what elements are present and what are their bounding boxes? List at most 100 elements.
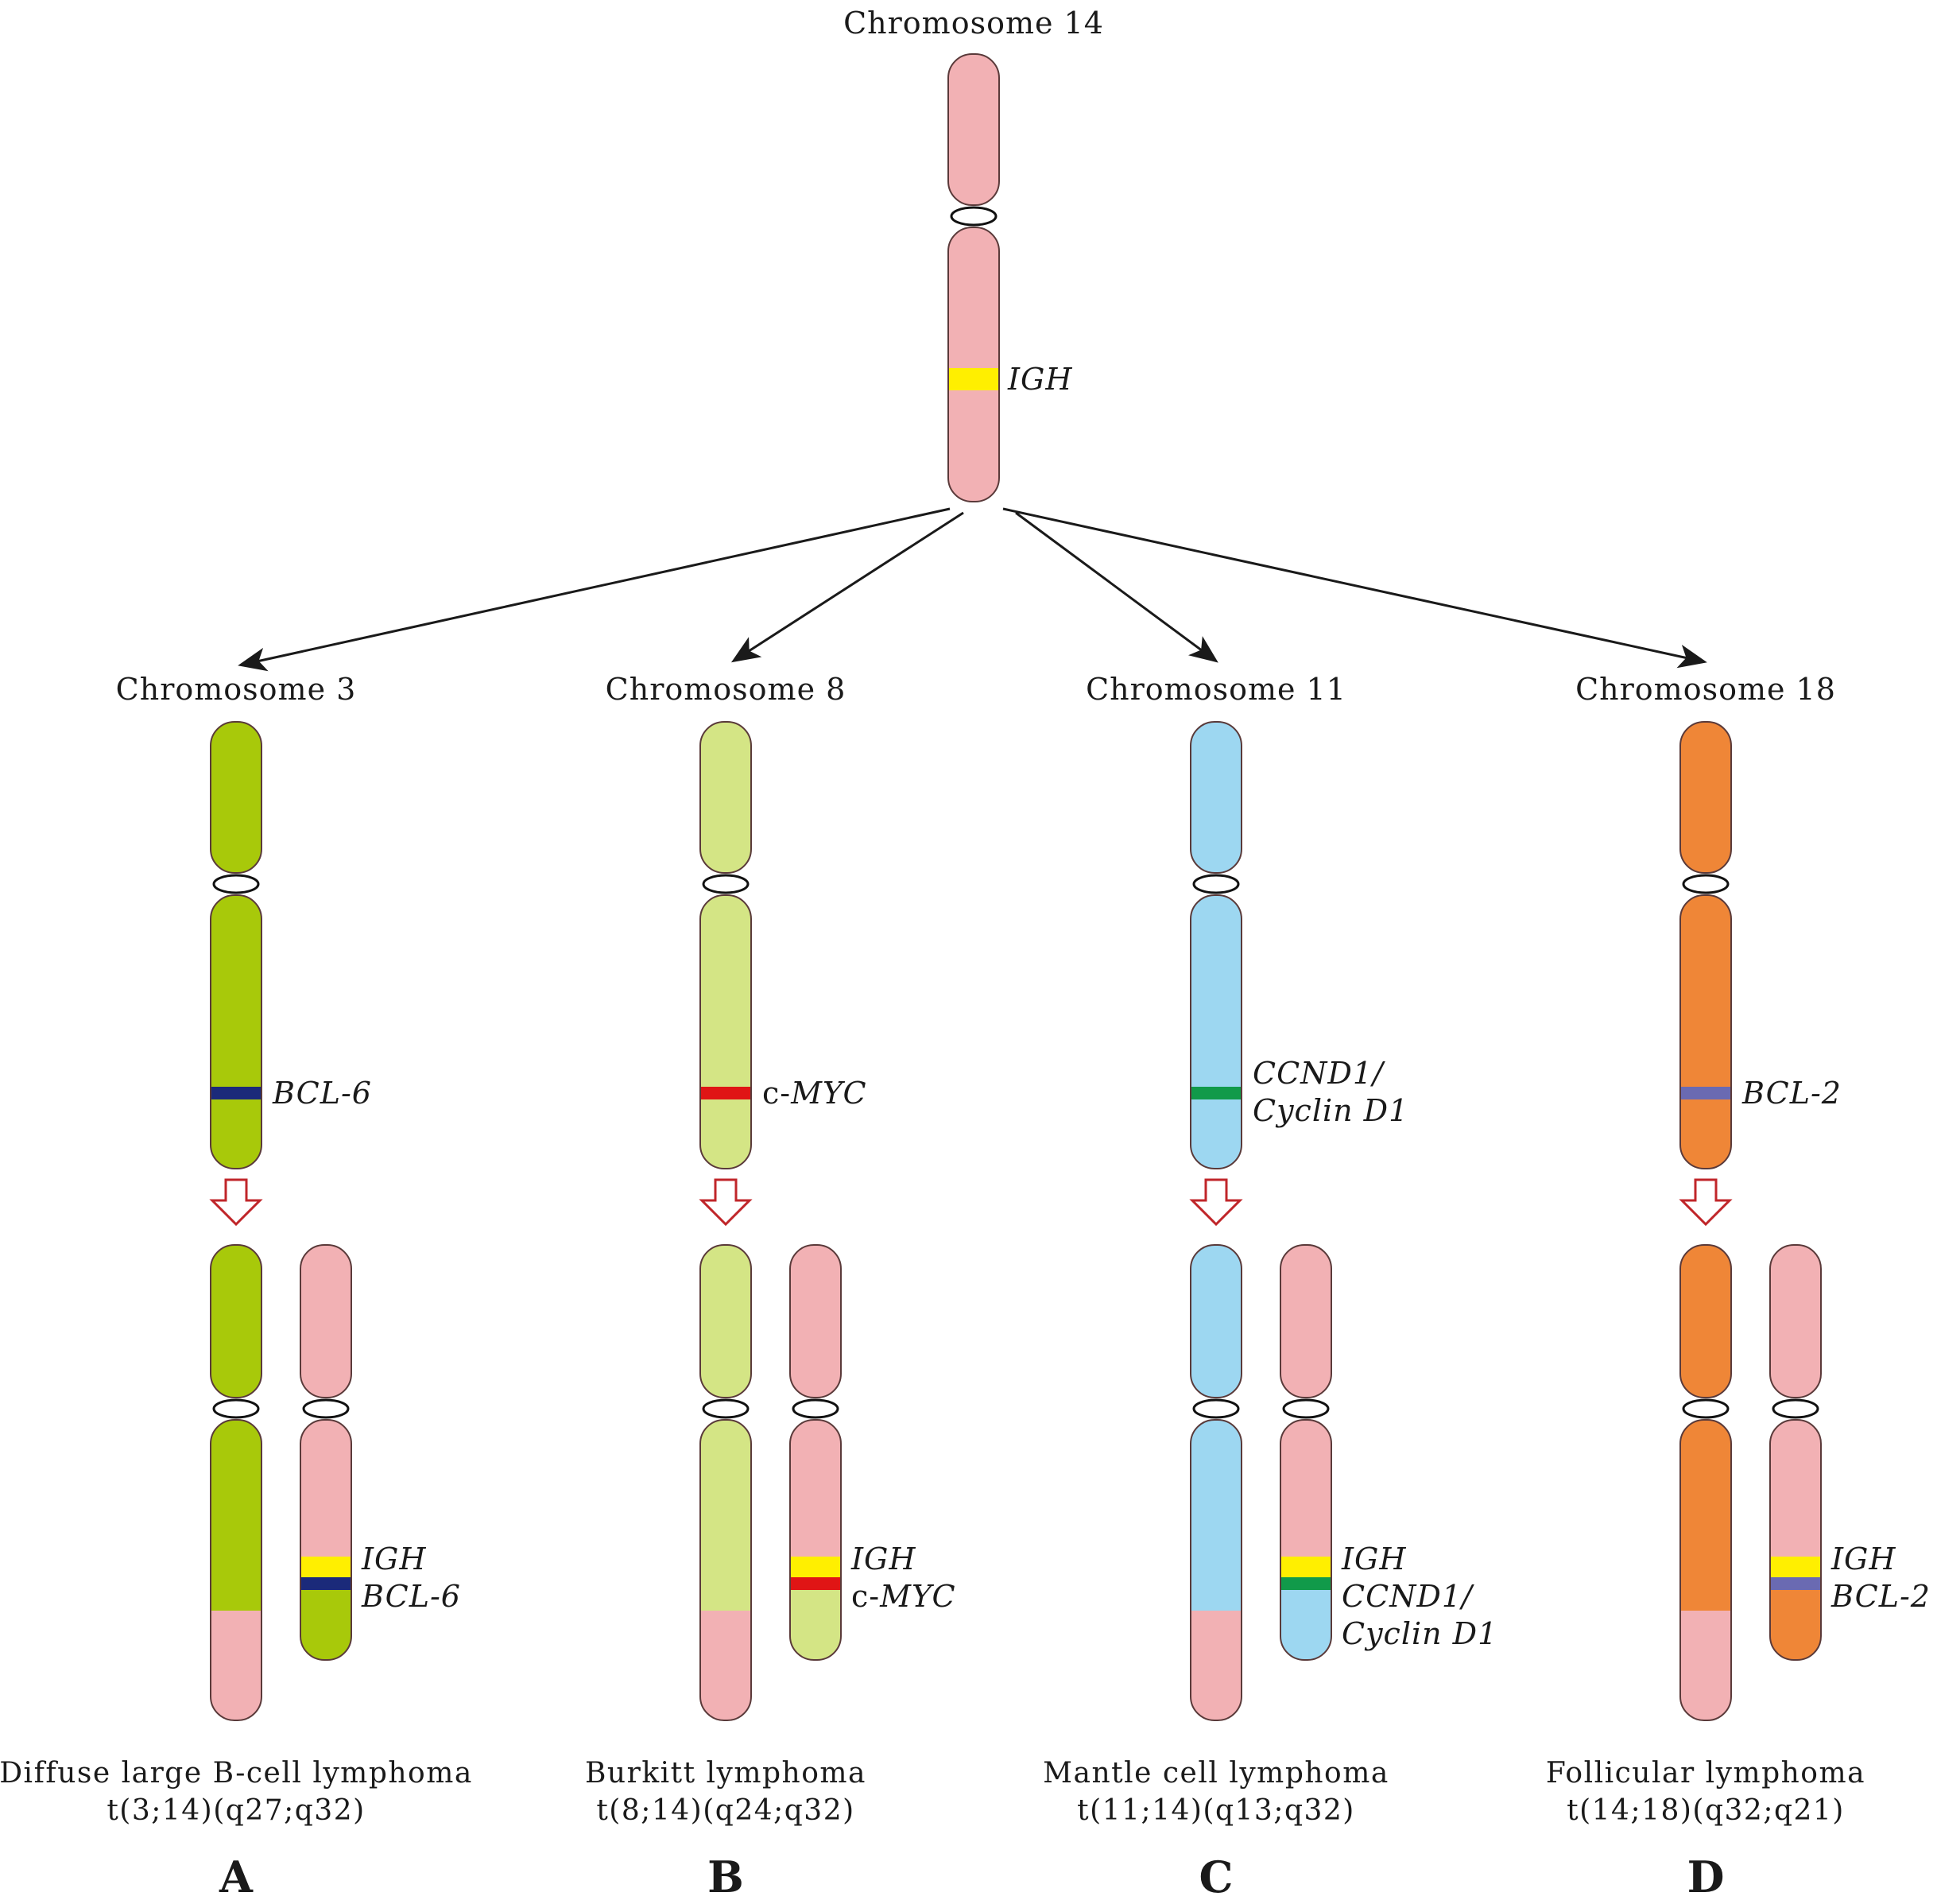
derivative-gene-label-2: Cyclin D1 [1342,1616,1497,1651]
disease-name: Mantle cell lymphoma [1043,1757,1389,1790]
normal-q-arm [210,894,262,1169]
derivative-14-centromere [1282,1398,1330,1419]
derivative-partner-p-arm [1679,1244,1732,1398]
translocation-down-arrow-icon [699,1178,753,1227]
panel-letter: C [1199,1852,1234,1902]
disease-name: Diffuse large B-cell lymphoma [0,1757,473,1790]
derivative-gene-label: BCL-2 [1830,1579,1931,1614]
normal-gene-band [211,1087,261,1099]
normal-gene-label: c-MYC [762,1076,867,1111]
derivative-14-p-arm [1769,1244,1822,1398]
derivative-gene-band [1281,1577,1331,1590]
translocation-notation: t(11;14)(q13;q32) [1077,1794,1355,1827]
derivative-partner-centromere [1682,1398,1730,1419]
derivative-14-centromere [302,1398,350,1419]
derivative-gene-band [1771,1577,1820,1590]
chromosome-14-label: Chromosome 14 [843,6,1104,41]
derivative-partner-igh-segment [211,1611,261,1720]
derivative-partner-centromere [702,1398,750,1419]
derivative-partner-q-arm [699,1419,752,1721]
chr14-igh-band [949,368,998,390]
arrow-to-chr8 [730,511,964,663]
derivative-igh-label: IGH [850,1541,916,1576]
chromosome-label: Chromosome 3 [116,672,357,707]
normal-p-arm [210,721,262,874]
derivative-partner-igh-segment [700,1611,751,1720]
normal-centromere [702,874,750,894]
derivative-gene-band [791,1577,840,1590]
translocation-down-arrow-icon [209,1178,263,1227]
panel-letter: A [219,1852,254,1902]
derivative-14-p-arm [789,1244,842,1398]
derivative-partner-igh-segment [1680,1611,1731,1720]
derivative-igh-label: IGH [1341,1541,1407,1576]
derivative-igh-band [791,1557,840,1577]
derivative-gene-label-1: CCND1/ [1342,1579,1474,1614]
chromosome-14: Chromosome 14 IGH [843,6,1104,502]
normal-q-arm [1679,894,1732,1169]
derivative-partner-igh-segment [1191,1611,1242,1720]
normal-centromere [212,874,260,894]
derivative-14-p-arm [1280,1244,1332,1398]
derivative-partner-centromere [212,1398,260,1419]
translocation-notation: t(14;18)(q32;q21) [1567,1794,1845,1827]
translocation-down-arrow-icon [1679,1178,1733,1227]
derivative-14-q-arm [789,1419,842,1661]
derivative-igh-band [1281,1557,1331,1577]
normal-centromere [1682,874,1730,894]
panel-letter: B [707,1852,744,1902]
normal-gene-band [1191,1087,1241,1099]
chr14-p-arm [947,53,1000,206]
normal-gene-label: BCL-2 [1741,1076,1842,1111]
derivative-partner-p-arm [1190,1244,1242,1398]
derivative-14-centromere [1772,1398,1819,1419]
derivative-partner-q-arm [210,1419,262,1721]
normal-gene-label-1: CCND1/ [1253,1056,1385,1091]
derivative-14-centromere [792,1398,839,1419]
derivative-igh-label: IGH [361,1541,427,1576]
normal-p-arm [1679,721,1732,874]
derivative-partner-p-arm [210,1244,262,1398]
derivative-partner-q-arm [1679,1419,1732,1721]
translocation-notation: t(8;14)(q24;q32) [596,1794,854,1827]
arrow-to-chr11 [1015,511,1218,663]
derivative-partner-q-arm [1190,1419,1242,1721]
normal-p-arm [1190,721,1242,874]
disease-name: Burkitt lymphoma [585,1757,866,1790]
normal-gene-band [701,1087,750,1099]
chr14-centromere [950,206,998,227]
derivative-gene-label: c-MYC [851,1579,956,1614]
translocation-down-arrow-icon [1189,1178,1243,1227]
normal-p-arm [699,721,752,874]
derivative-14-q-arm [300,1419,352,1661]
derivative-partner-centromere [1192,1398,1240,1419]
normal-q-arm [699,894,752,1169]
branch-arrows [238,507,1707,672]
derivative-partner-p-arm [699,1244,752,1398]
derivative-igh-band [301,1557,351,1577]
arrow-to-chr18 [1002,507,1707,669]
arrow-to-chr3 [238,507,951,672]
disease-name: Follicular lymphoma [1546,1757,1865,1790]
derivative-14-q-arm [1280,1419,1332,1661]
derivative-gene-band [301,1577,351,1590]
chr14-gene-label: IGH [1007,362,1073,397]
normal-centromere [1192,874,1240,894]
normal-gene-label: BCL-6 [272,1076,372,1111]
chromosome-label: Chromosome 11 [1086,672,1346,707]
normal-gene-label-2: Cyclin D1 [1253,1093,1408,1128]
derivative-14-p-arm [300,1244,352,1398]
chromosome-label: Chromosome 8 [606,672,846,707]
derivative-gene-label: BCL-6 [361,1579,461,1614]
normal-q-arm [1190,894,1242,1169]
chr14-q-arm [947,227,1000,502]
chromosome-label: Chromosome 18 [1575,672,1836,707]
derivative-igh-band [1771,1557,1820,1577]
derivative-igh-label: IGH [1830,1541,1896,1576]
translocation-notation: t(3;14)(q27;q32) [107,1794,365,1827]
